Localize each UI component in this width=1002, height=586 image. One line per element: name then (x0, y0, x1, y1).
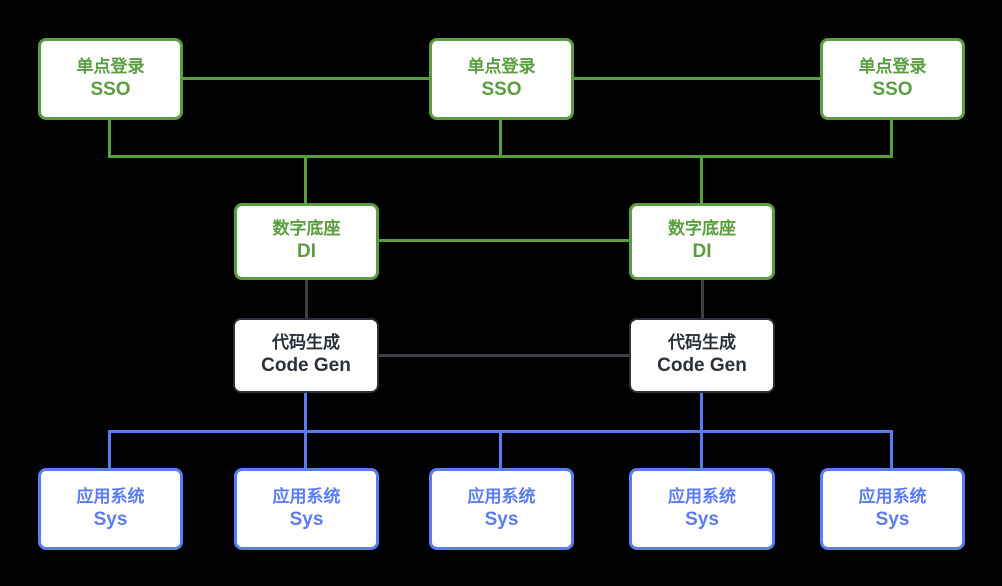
drop-bus-to-di2 (700, 155, 703, 203)
node-sys-1-label-cn: 应用系统 (76, 486, 145, 506)
drop-di1-to-codegen1 (305, 279, 308, 319)
node-sys-3-label-cn: 应用系统 (467, 486, 536, 506)
node-sys-3-label-en: Sys (484, 508, 519, 530)
drop-bus-to-sys4 (700, 430, 703, 468)
drop-bus-to-sys2 (304, 430, 307, 468)
drop-codegen2-to-bus (700, 392, 703, 433)
node-codegen-1[interactable]: 代码生成 Code Gen (233, 318, 379, 393)
node-sys-5[interactable]: 应用系统 Sys (820, 468, 965, 550)
node-codegen-1-label-cn: 代码生成 (272, 333, 340, 353)
node-sso-1-label-en: SSO (90, 78, 131, 100)
drop-bus-to-di1 (304, 155, 307, 203)
node-sys-4-label-cn: 应用系统 (668, 486, 736, 506)
node-sso-1-label-cn: 单点登录 (76, 56, 145, 76)
node-sso-2-label-cn: 单点登录 (467, 56, 536, 76)
node-sys-2-label-cn: 应用系统 (272, 486, 341, 506)
node-di-2-label-cn: 数字底座 (668, 219, 736, 239)
connector-di1-di2 (378, 239, 630, 242)
node-codegen-2-label-cn: 代码生成 (668, 333, 736, 353)
node-sso-3-label-cn: 单点登录 (858, 56, 927, 76)
node-sso-2-label-en: SSO (481, 78, 522, 100)
node-di-1[interactable]: 数字底座 DI (234, 203, 379, 280)
node-di-1-label-en: DI (297, 241, 316, 263)
connector-codegen1-codegen2 (378, 354, 630, 357)
node-sys-2[interactable]: 应用系统 Sys (234, 468, 379, 550)
drop-di2-to-codegen2 (701, 279, 704, 319)
node-sso-1[interactable]: 单点登录 SSO (38, 38, 183, 120)
drop-codegen1-to-bus (304, 392, 307, 433)
node-sys-5-label-en: Sys (875, 508, 910, 530)
node-sys-1[interactable]: 应用系统 Sys (38, 468, 183, 550)
connector-sso1-sso2 (182, 77, 429, 80)
node-di-1-label-cn: 数字底座 (272, 219, 341, 239)
node-codegen-2-label-en: Code Gen (657, 355, 747, 377)
drop-bus-to-sys5 (890, 430, 893, 468)
drop-bus-to-sys3 (499, 430, 502, 468)
node-sso-3-label-en: SSO (872, 78, 913, 100)
node-di-2-label-en: DI (692, 241, 712, 263)
drop-bus-to-sys1 (108, 430, 111, 468)
drop-sso2-to-bus (499, 119, 502, 158)
drop-sso3-to-bus (890, 119, 893, 158)
node-sys-4-label-en: Sys (685, 508, 719, 530)
node-codegen-2[interactable]: 代码生成 Code Gen (629, 318, 775, 393)
node-sys-2-label-en: Sys (289, 508, 324, 530)
node-sso-2[interactable]: 单点登录 SSO (429, 38, 574, 120)
node-sys-1-label-en: Sys (93, 508, 128, 530)
node-sso-3[interactable]: 单点登录 SSO (820, 38, 965, 120)
green-bus-line (108, 155, 893, 158)
node-codegen-1-label-en: Code Gen (261, 355, 351, 377)
connector-sso2-sso3 (573, 77, 820, 80)
node-sys-5-label-cn: 应用系统 (858, 486, 927, 506)
node-di-2[interactable]: 数字底座 DI (629, 203, 775, 280)
node-sys-4[interactable]: 应用系统 Sys (629, 468, 775, 550)
node-sys-3[interactable]: 应用系统 Sys (429, 468, 574, 550)
drop-sso1-to-bus (108, 119, 111, 158)
